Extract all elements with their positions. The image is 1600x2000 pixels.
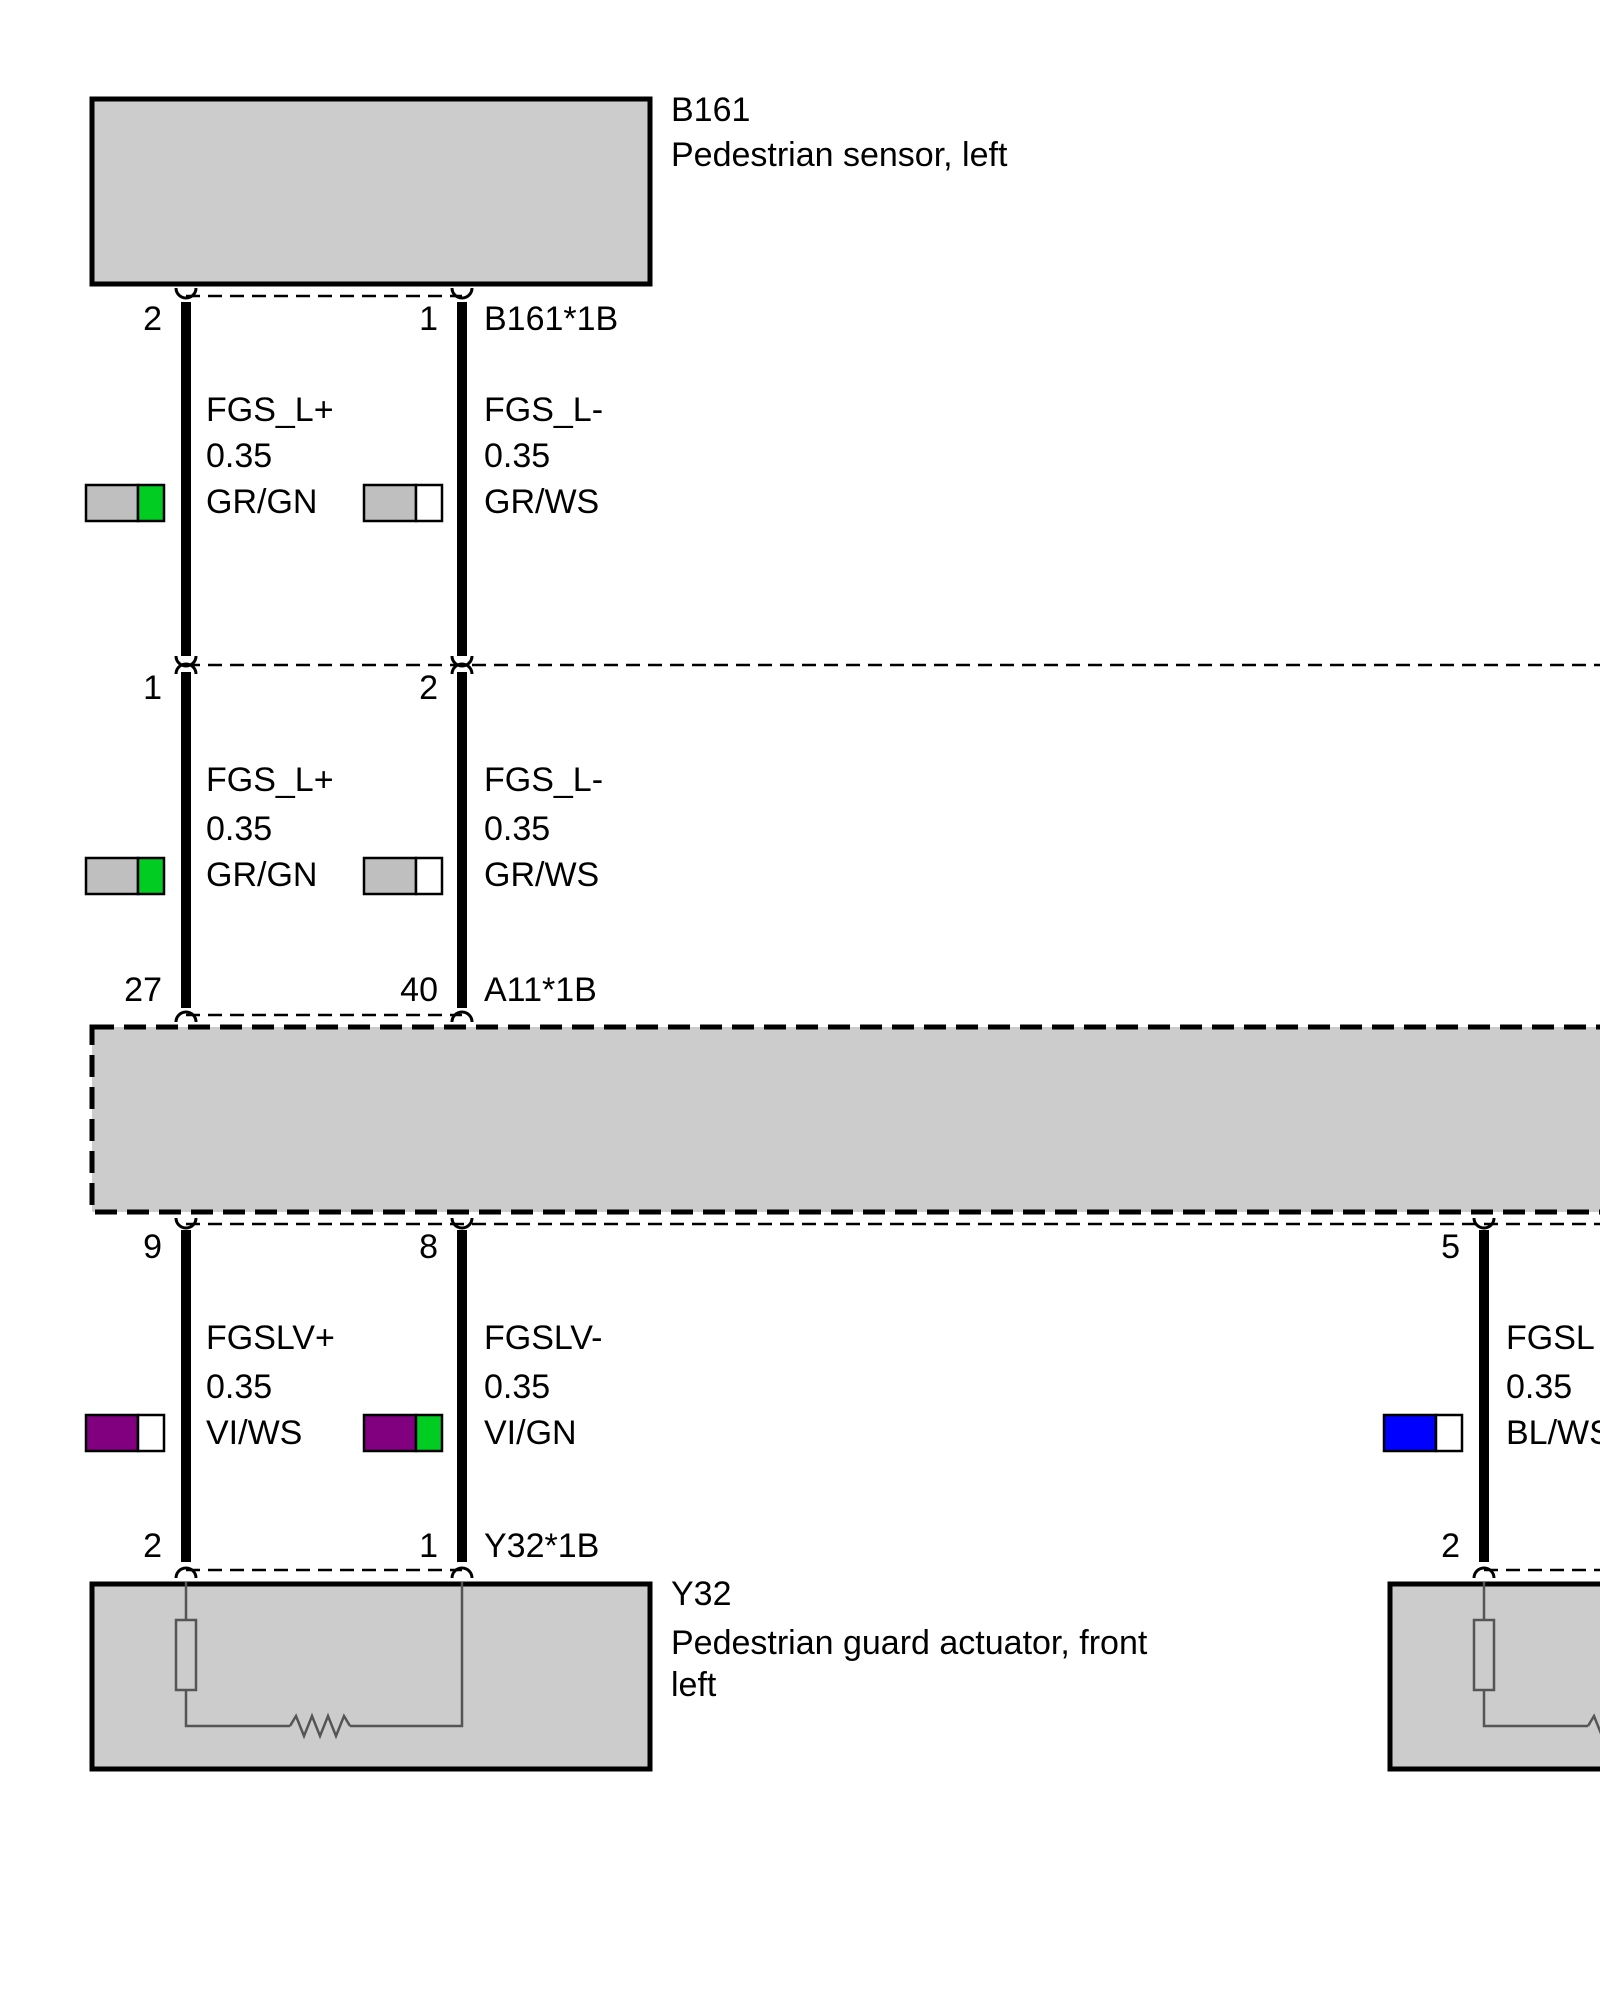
pin-number: 40: [400, 971, 438, 1009]
wire-size: 0.35: [206, 1368, 272, 1406]
component-b161-box[interactable]: [89, 96, 653, 287]
connector-label-a11-1b: A11*1B: [484, 971, 597, 1009]
wire-signal: FGS_L+: [206, 391, 334, 429]
wire-signal: FGS_L+: [206, 761, 334, 799]
pin-terminal: [450, 1217, 474, 1230]
wire-color-swatch: [414, 1413, 444, 1453]
wire-size: 0.35: [206, 437, 272, 475]
wire-color-swatch: [84, 483, 140, 523]
wire-size: 0.35: [1506, 1368, 1572, 1406]
wire-color-code: GR/WS: [484, 483, 599, 521]
wire-color-swatch: [414, 483, 444, 523]
pin-terminal: [174, 1566, 198, 1579]
pin-terminal: [450, 1010, 474, 1023]
b161-code: B161: [671, 91, 750, 129]
wire-signal: FGS_L-: [484, 391, 603, 429]
pin-number: 2: [419, 669, 438, 707]
pin-terminal: [1472, 1217, 1496, 1230]
wire-color-swatch: [1434, 1413, 1464, 1453]
pin-terminal: [174, 287, 198, 300]
wire-size: 0.35: [484, 437, 550, 475]
pin-terminal: [450, 287, 474, 300]
pin-number: 27: [124, 971, 162, 1009]
pin-number: 1: [419, 1527, 438, 1565]
wire-color-swatch: [362, 1413, 418, 1453]
pin-terminal: [174, 662, 198, 675]
wire-signal: FGSLV+: [206, 1319, 335, 1357]
wire-color-code: GR/GN: [206, 483, 317, 521]
pin-number: 2: [1441, 1527, 1460, 1565]
pin-number: 9: [143, 1228, 162, 1266]
pin-terminal: [174, 1217, 198, 1230]
resistor-icon: [1472, 1618, 1496, 1692]
wire-color-swatch: [84, 1413, 140, 1453]
wire-color-swatch: [136, 856, 166, 896]
wire-color-swatch: [1382, 1413, 1438, 1453]
wire-color-swatch: [362, 856, 418, 896]
wire-color-swatch: [136, 1413, 166, 1453]
wire-color-swatch: [414, 856, 444, 896]
b161-name: Pedestrian sensor, left: [671, 136, 1008, 174]
wire-color-code: GR/GN: [206, 856, 317, 894]
pin-number: 2: [143, 1527, 162, 1565]
pin-number: 8: [419, 1228, 438, 1266]
y32-internal-wire: [350, 1582, 464, 1728]
heating-element-icon: [1586, 1713, 1600, 1735]
wire-size: 0.35: [206, 810, 272, 848]
pin-terminal: [1472, 1566, 1496, 1579]
wire-color-code: BL/WS: [1506, 1414, 1600, 1452]
pin-terminal: [450, 655, 474, 668]
wire-color-swatch: [136, 483, 166, 523]
wire-color-swatch: [84, 856, 140, 896]
pin-terminal: [450, 1566, 474, 1579]
connector-label-b161-1b: B161*1B: [484, 300, 618, 338]
pin-terminal: [174, 655, 198, 668]
wire-color-code: VI/WS: [206, 1414, 302, 1452]
wire-size: 0.35: [484, 1368, 550, 1406]
pin-terminal: [174, 1010, 198, 1023]
pin-number: 1: [143, 669, 162, 707]
y32-name-line1: Pedestrian guard actuator, front: [671, 1624, 1148, 1662]
y32-code: Y32: [671, 1575, 732, 1613]
right-actuator-internal-wire: [1482, 1690, 1588, 1728]
wire-signal: FGS_L-: [484, 761, 603, 799]
pin-number: 1: [419, 300, 438, 338]
wire-color-code: VI/GN: [484, 1414, 577, 1452]
wire-signal: FGSL: [1506, 1319, 1595, 1357]
heating-element-icon: [288, 1712, 352, 1740]
y32-internal-wire: [184, 1690, 290, 1728]
component-a11-box[interactable]: [89, 1024, 1600, 1215]
y32-name-line2: left: [671, 1666, 717, 1704]
wire-size: 0.35: [484, 810, 550, 848]
wire-color-code: GR/WS: [484, 856, 599, 894]
wire-color-swatch: [362, 483, 418, 523]
pin-terminal: [450, 662, 474, 675]
pin-number: 5: [1441, 1228, 1460, 1266]
wire-signal: FGSLV-: [484, 1319, 602, 1357]
resistor-icon: [174, 1618, 198, 1692]
pin-number: 2: [143, 300, 162, 338]
connector-label-y32-1b: Y32*1B: [484, 1527, 599, 1565]
